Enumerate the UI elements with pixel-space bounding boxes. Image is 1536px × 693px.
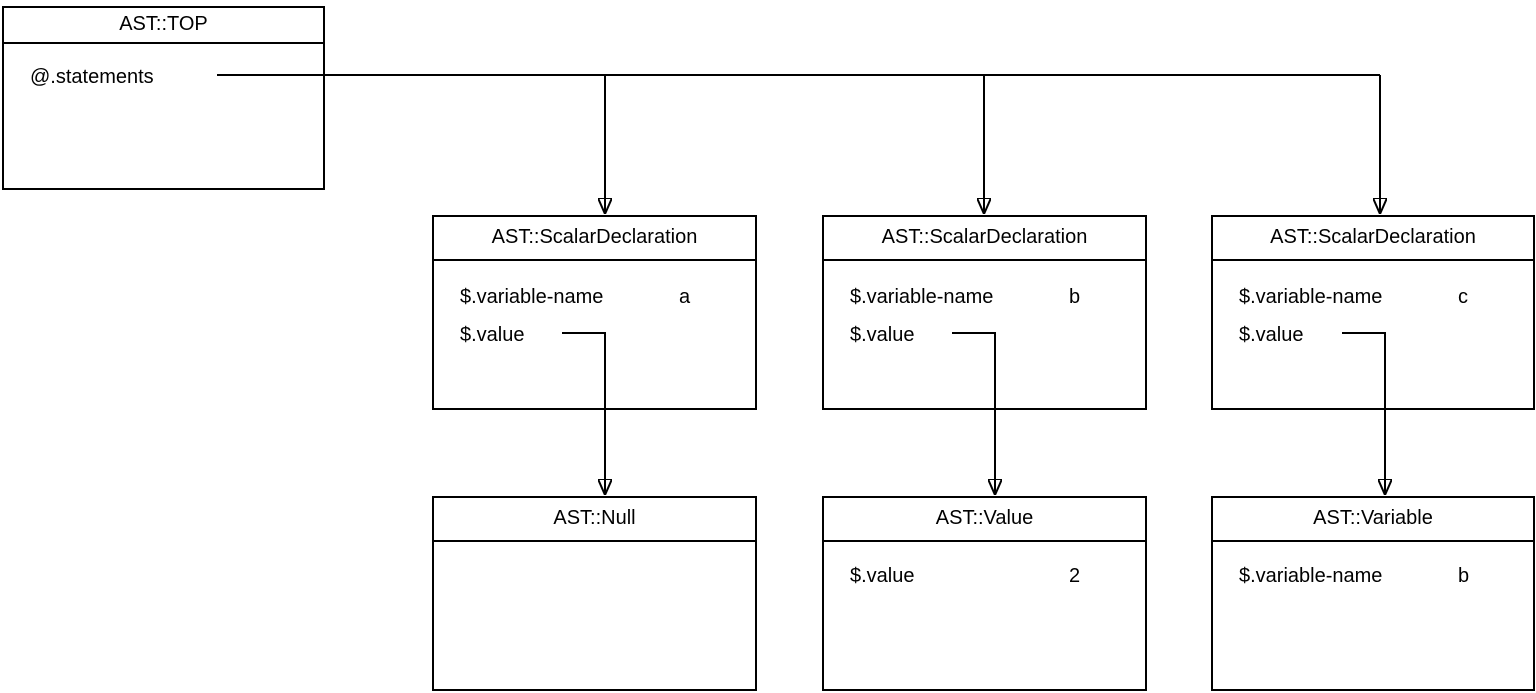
field-name: $.value: [1239, 324, 1304, 346]
node-ast-null: AST::Null: [432, 496, 757, 691]
node-body: [434, 542, 755, 562]
field-name: $.variable-name: [1239, 565, 1383, 587]
field-value: c: [1458, 286, 1468, 308]
field-name: $.variable-name: [460, 286, 604, 308]
node-ast-top: AST::TOP @.statements: [2, 6, 325, 190]
field-name: $.value: [850, 565, 915, 587]
field-value: 2: [1069, 565, 1081, 587]
node-scalar-declaration-a: AST::ScalarDeclaration $.variable-name a…: [432, 215, 757, 410]
node-ast-value: AST::Value $.value 2: [822, 496, 1147, 691]
node-body: $.variable-name b: [1213, 542, 1533, 590]
node-body: @.statements: [4, 44, 323, 91]
field-row: $.value: [460, 321, 755, 349]
field-row: $.value: [1239, 321, 1533, 349]
field-name: $.value: [850, 324, 915, 346]
field-name: $.variable-name: [1239, 286, 1383, 308]
node-title: AST::TOP: [4, 8, 323, 44]
field-value: a: [679, 286, 691, 308]
field-row: $.value: [850, 321, 1145, 349]
node-scalar-declaration-b: AST::ScalarDeclaration $.variable-name b…: [822, 215, 1147, 410]
node-scalar-declaration-c: AST::ScalarDeclaration $.variable-name c…: [1211, 215, 1535, 410]
node-title: AST::Value: [824, 498, 1145, 542]
node-ast-variable: AST::Variable $.variable-name b: [1211, 496, 1535, 691]
field-name: $.value: [460, 324, 525, 346]
node-title: AST::Variable: [1213, 498, 1533, 542]
node-title: AST::Null: [434, 498, 755, 542]
node-body: $.variable-name a $.value: [434, 261, 755, 349]
field-row: $.variable-name b: [1239, 562, 1533, 590]
node-body: $.variable-name c $.value: [1213, 261, 1533, 349]
field-row: $.value 2: [850, 562, 1145, 590]
field-name: @.statements: [30, 66, 154, 88]
field-name: $.variable-name: [850, 286, 994, 308]
field-row: $.variable-name b: [850, 283, 1145, 311]
node-title: AST::ScalarDeclaration: [434, 217, 755, 261]
field-value: b: [1458, 565, 1470, 587]
node-title: AST::ScalarDeclaration: [824, 217, 1145, 261]
field-row: @.statements: [30, 63, 323, 91]
node-body: $.variable-name b $.value: [824, 261, 1145, 349]
node-body: $.value 2: [824, 542, 1145, 590]
field-row: $.variable-name c: [1239, 283, 1533, 311]
node-title: AST::ScalarDeclaration: [1213, 217, 1533, 261]
field-row: $.variable-name a: [460, 283, 755, 311]
field-value: b: [1069, 286, 1081, 308]
